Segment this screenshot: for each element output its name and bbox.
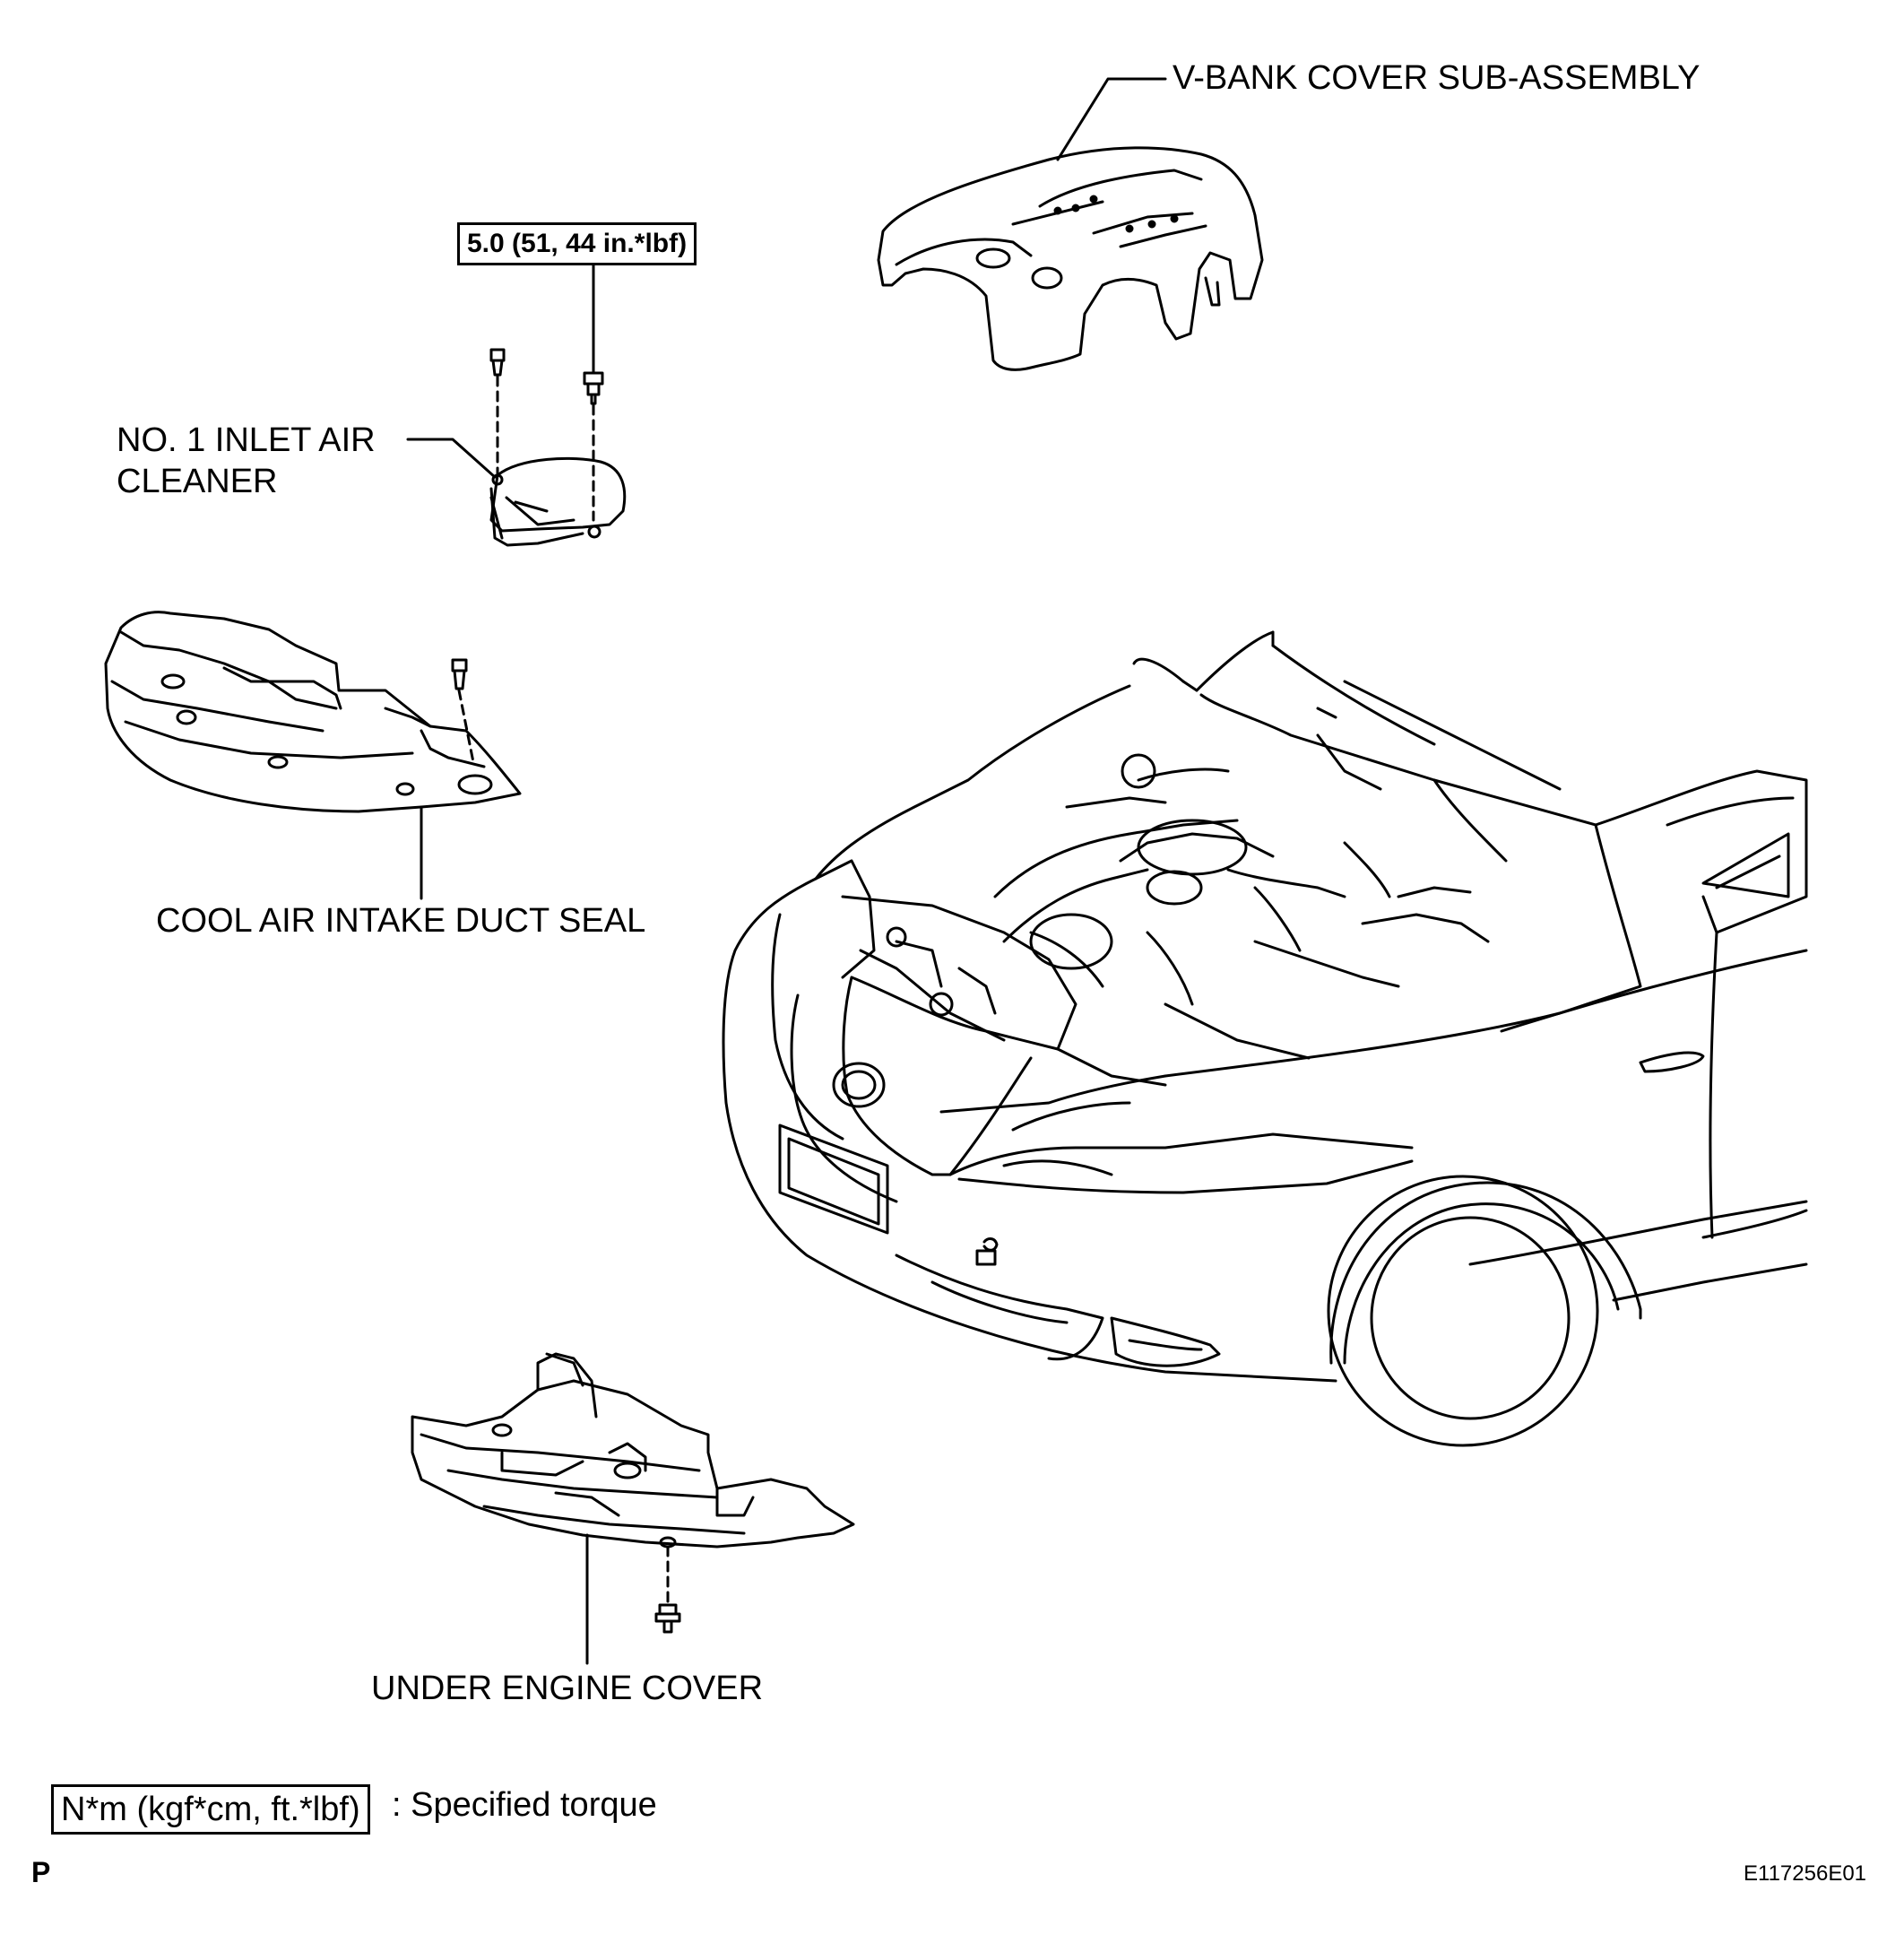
torque-legend-description: : Specified torque (392, 1786, 657, 1824)
v-bank-cover-drawing (877, 77, 1264, 371)
vehicle-drawing (722, 630, 1808, 1447)
page-letter: P (31, 1856, 51, 1888)
cool-air-duct-seal-label: COOL AIR INTAKE DUCT SEAL (156, 902, 646, 940)
inlet-bolts-drawing (489, 258, 604, 522)
inlet-air-cleaner-drawing (406, 438, 627, 547)
under-engine-cover-drawing (411, 1352, 855, 1665)
inlet-air-cleaner-label-line1: NO. 1 INLET AIR (117, 421, 376, 459)
torque-legend-units: N*m (kgf*cm, ft.*lbf) (51, 1784, 370, 1835)
inlet-air-cleaner-label-line2: CLEANER (117, 463, 278, 500)
figure-id: E117256E01 (1744, 1861, 1867, 1886)
v-bank-cover-label: V-BANK COVER SUB-ASSEMBLY (1173, 59, 1701, 97)
under-engine-cover-label: UNDER ENGINE COVER (371, 1670, 764, 1707)
torque-spec-box: 5.0 (51, 44 in.*lbf) (457, 222, 697, 265)
cool-air-duct-seal-drawing (104, 611, 522, 900)
